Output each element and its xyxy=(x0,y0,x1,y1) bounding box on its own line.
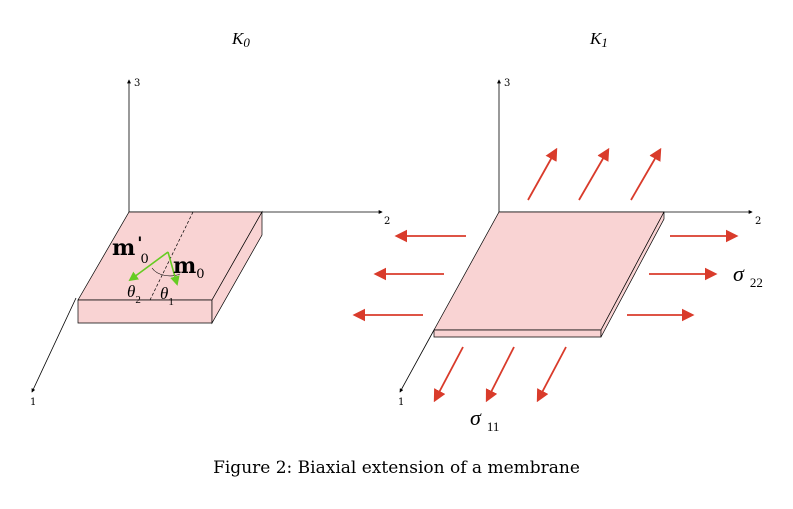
label-m-prime: m'0 xyxy=(112,234,149,267)
stress-arrow-top-2 xyxy=(578,147,610,201)
stress-arrow-bottom-1 xyxy=(433,346,464,403)
figure-caption: Figure 2: Biaxial extension of a membran… xyxy=(213,458,580,478)
label-m: m0 xyxy=(173,253,205,282)
stress-arrow-top-3 xyxy=(630,147,662,201)
angle-arc xyxy=(151,267,181,277)
axis-1-left xyxy=(31,297,77,393)
frame-k0-label: K0 xyxy=(231,29,250,50)
axis-2-right-label: 2 xyxy=(755,216,761,227)
axis-3-left-label: 3 xyxy=(134,78,140,89)
axis-3-right-label: 3 xyxy=(504,78,510,89)
membrane-left-top xyxy=(77,211,263,301)
vector-m xyxy=(167,251,180,286)
stress-arrow-bottom-3 xyxy=(536,346,567,403)
axis-1-left-label: 1 xyxy=(30,397,36,408)
stress-arrows xyxy=(352,147,739,403)
stress-arrow-top-1 xyxy=(527,147,558,201)
membrane-right-top xyxy=(433,211,665,331)
axis-2-left-label: 2 xyxy=(384,216,390,227)
stress-arrow-bottom-2 xyxy=(485,346,515,403)
axis-1-right-label: 1 xyxy=(398,397,404,408)
reference-dashed-line xyxy=(149,211,194,301)
vector-m-prime xyxy=(128,251,169,282)
membrane-left-front xyxy=(77,299,213,324)
frame-k1-label: K1 xyxy=(589,29,608,50)
membrane-right-front xyxy=(433,329,602,338)
axis-1-right xyxy=(399,329,435,393)
membrane-right-side xyxy=(600,211,665,338)
label-theta2: θ2 xyxy=(127,282,141,306)
label-theta1: θ1 xyxy=(160,284,174,308)
membrane-left-side xyxy=(211,210,263,325)
frame-k0: K0 3 2 1 m'0 m0 θ2 θ1 xyxy=(30,29,390,408)
